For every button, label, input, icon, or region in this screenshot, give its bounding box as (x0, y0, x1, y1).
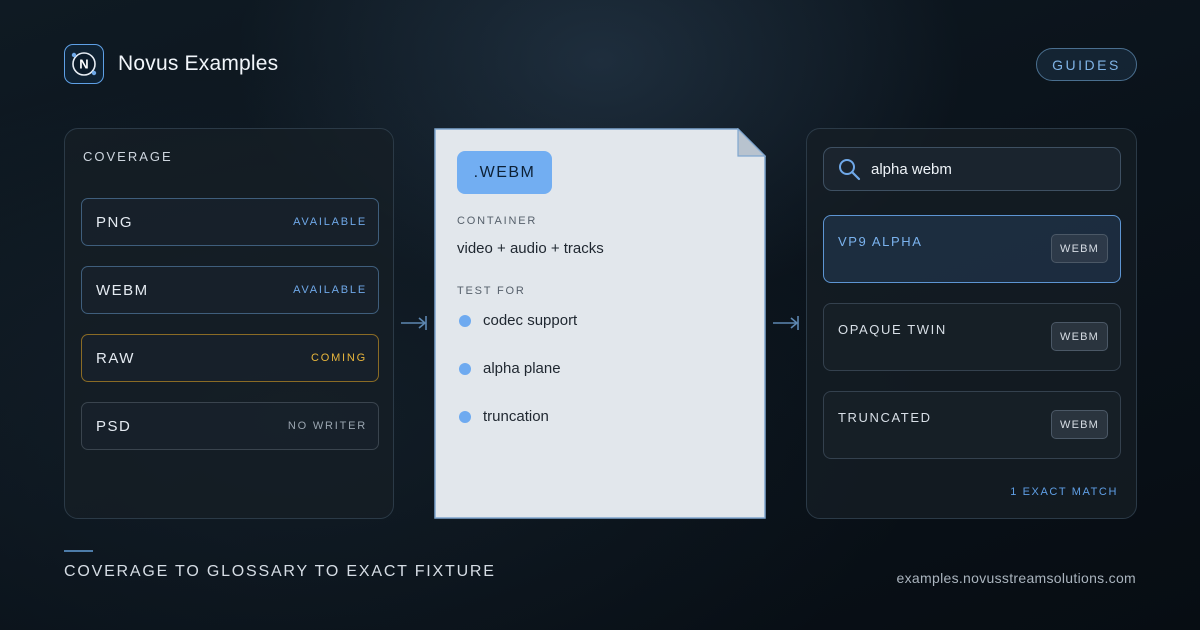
test-item: truncation (459, 408, 549, 425)
site-link[interactable]: examples.novusstreamsolutions.com (896, 570, 1136, 586)
arrow-right-icon (773, 316, 799, 330)
footer-divider (64, 550, 93, 552)
guides-button[interactable]: GUIDES (1036, 48, 1137, 81)
document-sheet-icon (434, 128, 766, 519)
coverage-panel: COVERAGE PNG AVAILABLE WEBM AVAILABLE RA… (64, 128, 394, 519)
coverage-row-raw[interactable]: RAW COMING (81, 334, 379, 382)
logo-letter: N (79, 57, 88, 72)
brand-name: Novus Examples (118, 52, 279, 75)
format-label: RAW (96, 349, 135, 367)
glossary-document: .WEBM CONTAINER video + audio + tracks T… (434, 128, 766, 519)
tagline: COVERAGE TO GLOSSARY TO EXACT FIXTURE (64, 563, 496, 580)
search-query: alpha webm (871, 160, 952, 178)
coverage-row-psd[interactable]: PSD NO WRITER (81, 402, 379, 450)
fixture-result-opaque-twin[interactable]: OPAQUE TWIN WEBM (823, 303, 1121, 371)
format-label: PSD (96, 417, 132, 435)
container-label: CONTAINER (457, 215, 538, 227)
coverage-title: COVERAGE (83, 149, 173, 164)
test-item: codec support (459, 312, 577, 329)
status-badge: COMING (310, 352, 367, 364)
fixture-result-truncated[interactable]: TRUNCATED WEBM (823, 391, 1121, 459)
fixture-name: TRUNCATED (838, 410, 932, 425)
test-item-label: codec support (483, 312, 578, 329)
test-item: alpha plane (459, 360, 561, 377)
status-badge: AVAILABLE (293, 216, 367, 228)
extension-badge: .WEBM (457, 151, 552, 194)
novus-logo-icon: N (64, 44, 104, 84)
status-badge: AVAILABLE (293, 284, 367, 296)
bullet-dot-icon (459, 314, 471, 327)
match-count: 1 EXACT MATCH (1010, 486, 1118, 498)
coverage-row-png[interactable]: PNG AVAILABLE (81, 198, 379, 246)
test-item-label: truncation (483, 408, 549, 425)
coverage-row-webm[interactable]: WEBM AVAILABLE (81, 266, 379, 314)
format-label: PNG (96, 213, 134, 231)
fixture-result-vp9-alpha[interactable]: VP9 ALPHA WEBM (823, 215, 1121, 283)
format-tag: WEBM (1051, 322, 1108, 351)
status-badge: NO WRITER (287, 420, 367, 432)
search-input[interactable]: alpha webm (823, 147, 1121, 191)
fixture-name: VP9 ALPHA (838, 234, 923, 249)
bullet-dot-icon (459, 410, 471, 423)
test-item-label: alpha plane (483, 360, 561, 377)
test-for-label: TEST FOR (457, 285, 526, 297)
search-icon (839, 159, 861, 181)
bullet-dot-icon (459, 362, 471, 375)
fixtures-panel: alpha webm VP9 ALPHA WEBM OPAQUE TWIN WE… (806, 128, 1137, 519)
format-tag: WEBM (1051, 234, 1108, 263)
brand[interactable]: N Novus Examples (64, 44, 278, 84)
container-value: video + audio + tracks (457, 240, 604, 257)
format-label: WEBM (96, 281, 149, 299)
arrow-right-icon (401, 316, 427, 330)
fixture-name: OPAQUE TWIN (838, 322, 947, 337)
format-tag: WEBM (1051, 410, 1108, 439)
